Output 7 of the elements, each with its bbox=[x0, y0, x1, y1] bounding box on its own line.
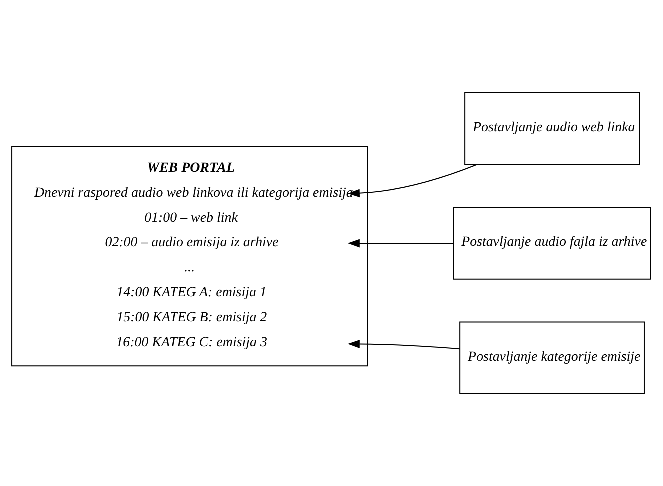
node-box: Postavljanje kategorije emisije bbox=[460, 321, 645, 394]
node-box: Postavljanje audio web linka bbox=[464, 92, 640, 165]
arrow bbox=[348, 164, 478, 198]
node-box: Postavljanje audio fajla iz arhive bbox=[453, 206, 652, 280]
arrow bbox=[348, 238, 454, 248]
arrow bbox=[348, 340, 460, 350]
node-box: WEB PORTAL Dnevni raspored audio web linkova ili kategorija emisija 01:00 – web link 02:00 – audio emisija iz arhive ... 14:00 KATEG A: emisija 1 15:00 KATEG B: emisija 2 16:00 KATEG C: emisija 3 bbox=[12, 146, 368, 366]
